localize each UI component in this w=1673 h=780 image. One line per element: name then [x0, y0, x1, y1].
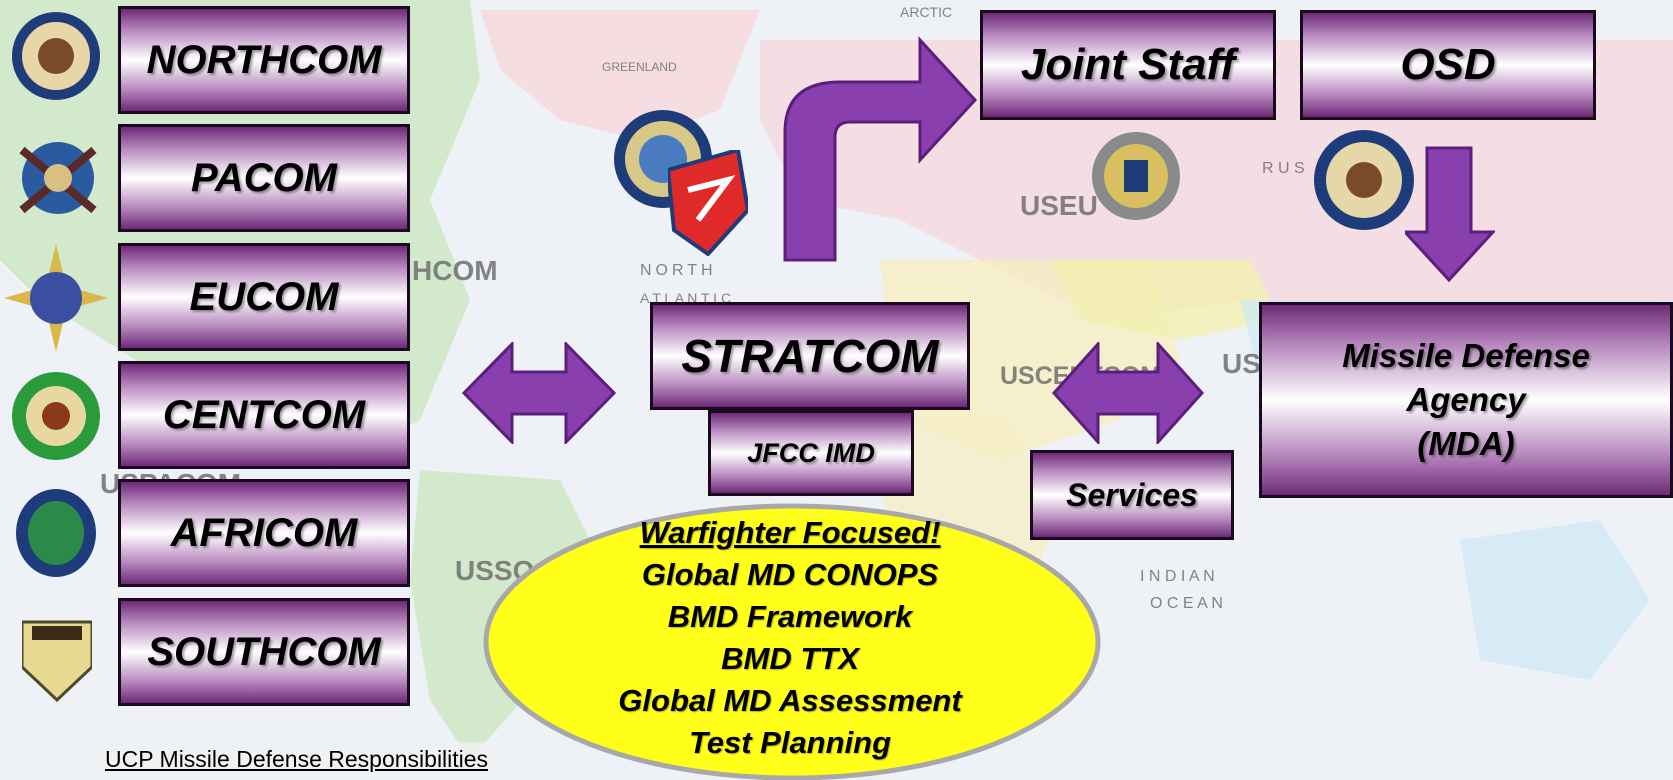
- mda-label-line1: Missile Defense: [1342, 337, 1590, 374]
- northcom-box[interactable]: NORTHCOM: [118, 6, 410, 114]
- centcom-seal-icon: [12, 372, 100, 460]
- pacom-box[interactable]: PACOM: [118, 124, 410, 232]
- map-label-greenland: GREENLAND: [602, 60, 677, 74]
- eucom-box[interactable]: EUCOM: [118, 243, 410, 351]
- services-box[interactable]: Services: [1030, 450, 1234, 540]
- australia-landmass: [1460, 520, 1650, 680]
- left-double-arrow: [462, 342, 616, 444]
- africom-box[interactable]: AFRICOM: [118, 479, 410, 587]
- mda-label-line3: (MDA): [1417, 425, 1515, 462]
- right-double-arrow: [1052, 342, 1204, 444]
- map-label-ocean: O C E A N: [1150, 595, 1223, 612]
- jfcc-imd-label: JFCC IMD: [747, 437, 875, 468]
- southcom-box[interactable]: SOUTHCOM: [118, 598, 410, 706]
- northcom-seal-icon: [12, 12, 100, 100]
- stratcom-box[interactable]: STRATCOM: [650, 302, 970, 410]
- focus-item: Global MD Assessment: [618, 683, 962, 718]
- footer-caption: UCP Missile Defense Responsibilities: [95, 742, 499, 777]
- focus-heading: Warfighter Focused!: [639, 515, 941, 550]
- curved-up-arrow: [783, 36, 978, 262]
- osd-box[interactable]: OSD: [1300, 10, 1596, 120]
- focus-item: BMD Framework: [667, 599, 913, 634]
- map-label-usnorthcom: HCOM: [412, 255, 498, 286]
- eucom-label: EUCOM: [189, 274, 339, 319]
- services-label: Services: [1066, 476, 1198, 513]
- mda-label-line2: Agency: [1406, 381, 1526, 418]
- map-label-russia: R U S: [1262, 160, 1305, 177]
- osd-label: OSD: [1400, 40, 1496, 89]
- map-label-useucom: USEU: [1020, 190, 1098, 221]
- centcom-label: CENTCOM: [162, 392, 366, 437]
- centcom-box[interactable]: CENTCOM: [118, 361, 410, 469]
- down-arrow: [1405, 146, 1495, 282]
- north-america-landmass: [0, 0, 480, 470]
- pacom-label: PACOM: [191, 155, 337, 200]
- mda-box[interactable]: Missile Defense Agency (MDA): [1259, 302, 1673, 498]
- focus-item: BMD TTX: [721, 641, 859, 676]
- greenland-landmass: [480, 10, 760, 140]
- southcom-label: SOUTHCOM: [147, 629, 381, 674]
- focus-ellipse: [483, 503, 1101, 780]
- map-label-arctic: ARCTIC: [900, 4, 953, 20]
- joint-staff-seal-icon: [1092, 132, 1180, 220]
- southcom-seal-icon: [22, 620, 92, 702]
- map-label-indian: I N D I A N: [1140, 568, 1215, 585]
- map-label-north: NORTH: [640, 262, 717, 279]
- focus-item: Test Planning: [688, 725, 892, 760]
- focus-item: Global MD CONOPS: [641, 557, 939, 592]
- central-asia-landmass: [1050, 260, 1280, 340]
- northcom-label: NORTHCOM: [146, 37, 382, 82]
- joint-staff-box[interactable]: Joint Staff: [980, 10, 1276, 120]
- stratcom-label: STRATCOM: [681, 330, 939, 382]
- map-label-us: US: [1222, 348, 1261, 379]
- eucom-seal-icon: [4, 244, 108, 352]
- joint-staff-label: Joint Staff: [1020, 40, 1236, 89]
- jfcc-imd-emblem-icon: [668, 150, 748, 256]
- pacom-seal-icon: [19, 142, 97, 214]
- africom-seal-icon: [16, 489, 96, 577]
- africom-label: AFRICOM: [170, 510, 358, 555]
- jfcc-imd-box[interactable]: JFCC IMD: [708, 410, 914, 496]
- focus-list: Warfighter Focused! Global MD CONOPS BMD…: [560, 512, 1020, 764]
- dod-seal-icon: [1314, 130, 1414, 230]
